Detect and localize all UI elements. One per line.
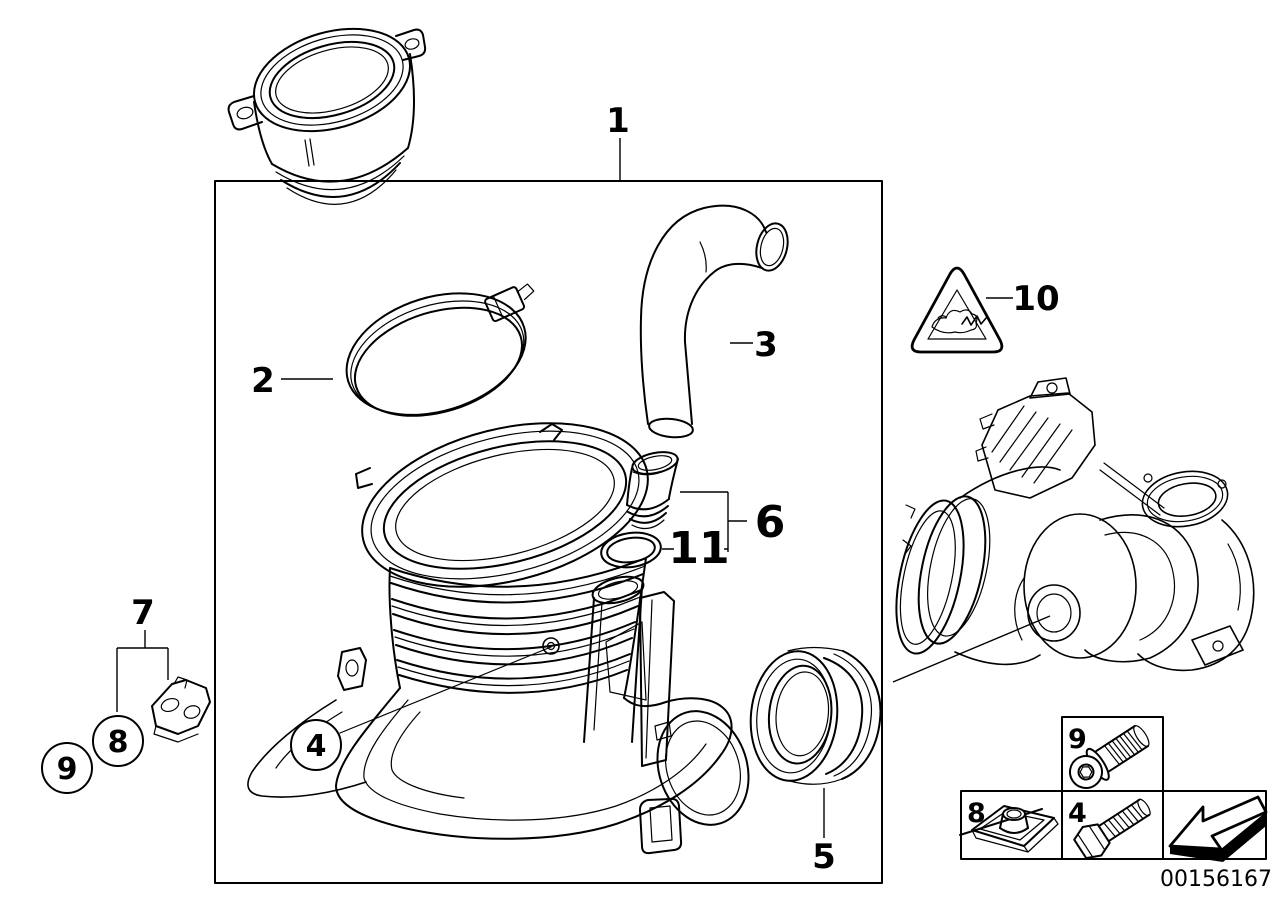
legend-screw-label: 9 xyxy=(1068,724,1087,755)
callout-9: 9 xyxy=(57,752,78,787)
callout-10[interactable]: 10 xyxy=(1012,279,1059,319)
callout-5[interactable]: 5 xyxy=(812,837,836,877)
callout-4-circle[interactable]: 4 xyxy=(290,646,552,771)
clip-nut-icon xyxy=(959,805,1059,853)
callout-4: 4 xyxy=(306,729,327,764)
warning-sticker-drawing xyxy=(910,266,1013,354)
legend-cell-bolt[interactable]: 4 xyxy=(1061,790,1164,863)
legend-cell-arrow[interactable] xyxy=(1162,790,1268,862)
leader-line-6-11 xyxy=(662,491,747,552)
maf-sensor-housing-drawing xyxy=(227,27,427,205)
legend-clip-nut-label: 8 xyxy=(967,798,986,829)
holder-bracket-drawing xyxy=(151,676,211,743)
callout-3[interactable]: 3 xyxy=(754,325,778,365)
callout-6[interactable]: 6 xyxy=(755,497,786,548)
callout-7[interactable]: 7 xyxy=(131,593,155,633)
callout-8: 8 xyxy=(108,725,129,760)
hose-clamp-drawing xyxy=(345,283,535,417)
coupling-sleeve-drawing xyxy=(749,647,882,785)
main-part-box xyxy=(214,180,883,884)
legend-cell-clip-nut[interactable]: 8 xyxy=(959,790,1063,860)
hex-bolt-icon xyxy=(1073,798,1151,860)
legend-bolt-label: 4 xyxy=(1068,798,1087,829)
leader-line-4 xyxy=(339,646,552,734)
callout-8-circle[interactable]: 8 xyxy=(92,715,144,767)
back-arrow-icon xyxy=(1168,795,1268,862)
callout-1[interactable]: 1 xyxy=(606,101,630,141)
callout-11[interactable]: 11 xyxy=(668,523,729,574)
turbocharger-drawing xyxy=(895,377,1255,672)
legend-cell-screw[interactable]: 9 xyxy=(1061,716,1164,796)
callout-9-circle[interactable]: 9 xyxy=(41,742,93,794)
socket-head-screw-icon xyxy=(1069,724,1150,789)
leader-line-turbo xyxy=(892,615,1051,683)
callout-2[interactable]: 2 xyxy=(251,361,275,401)
o-ring-drawing xyxy=(600,531,662,569)
leader-line-7 xyxy=(116,630,169,712)
connector-drawing xyxy=(626,451,679,530)
air-duct-assembly-drawing xyxy=(247,422,750,855)
diagram-part-number: 00156167 xyxy=(1160,867,1272,892)
legend: 9 8 xyxy=(959,716,1272,892)
marten-warning-icon xyxy=(910,266,1004,354)
charge-air-hose-drawing xyxy=(639,204,789,439)
